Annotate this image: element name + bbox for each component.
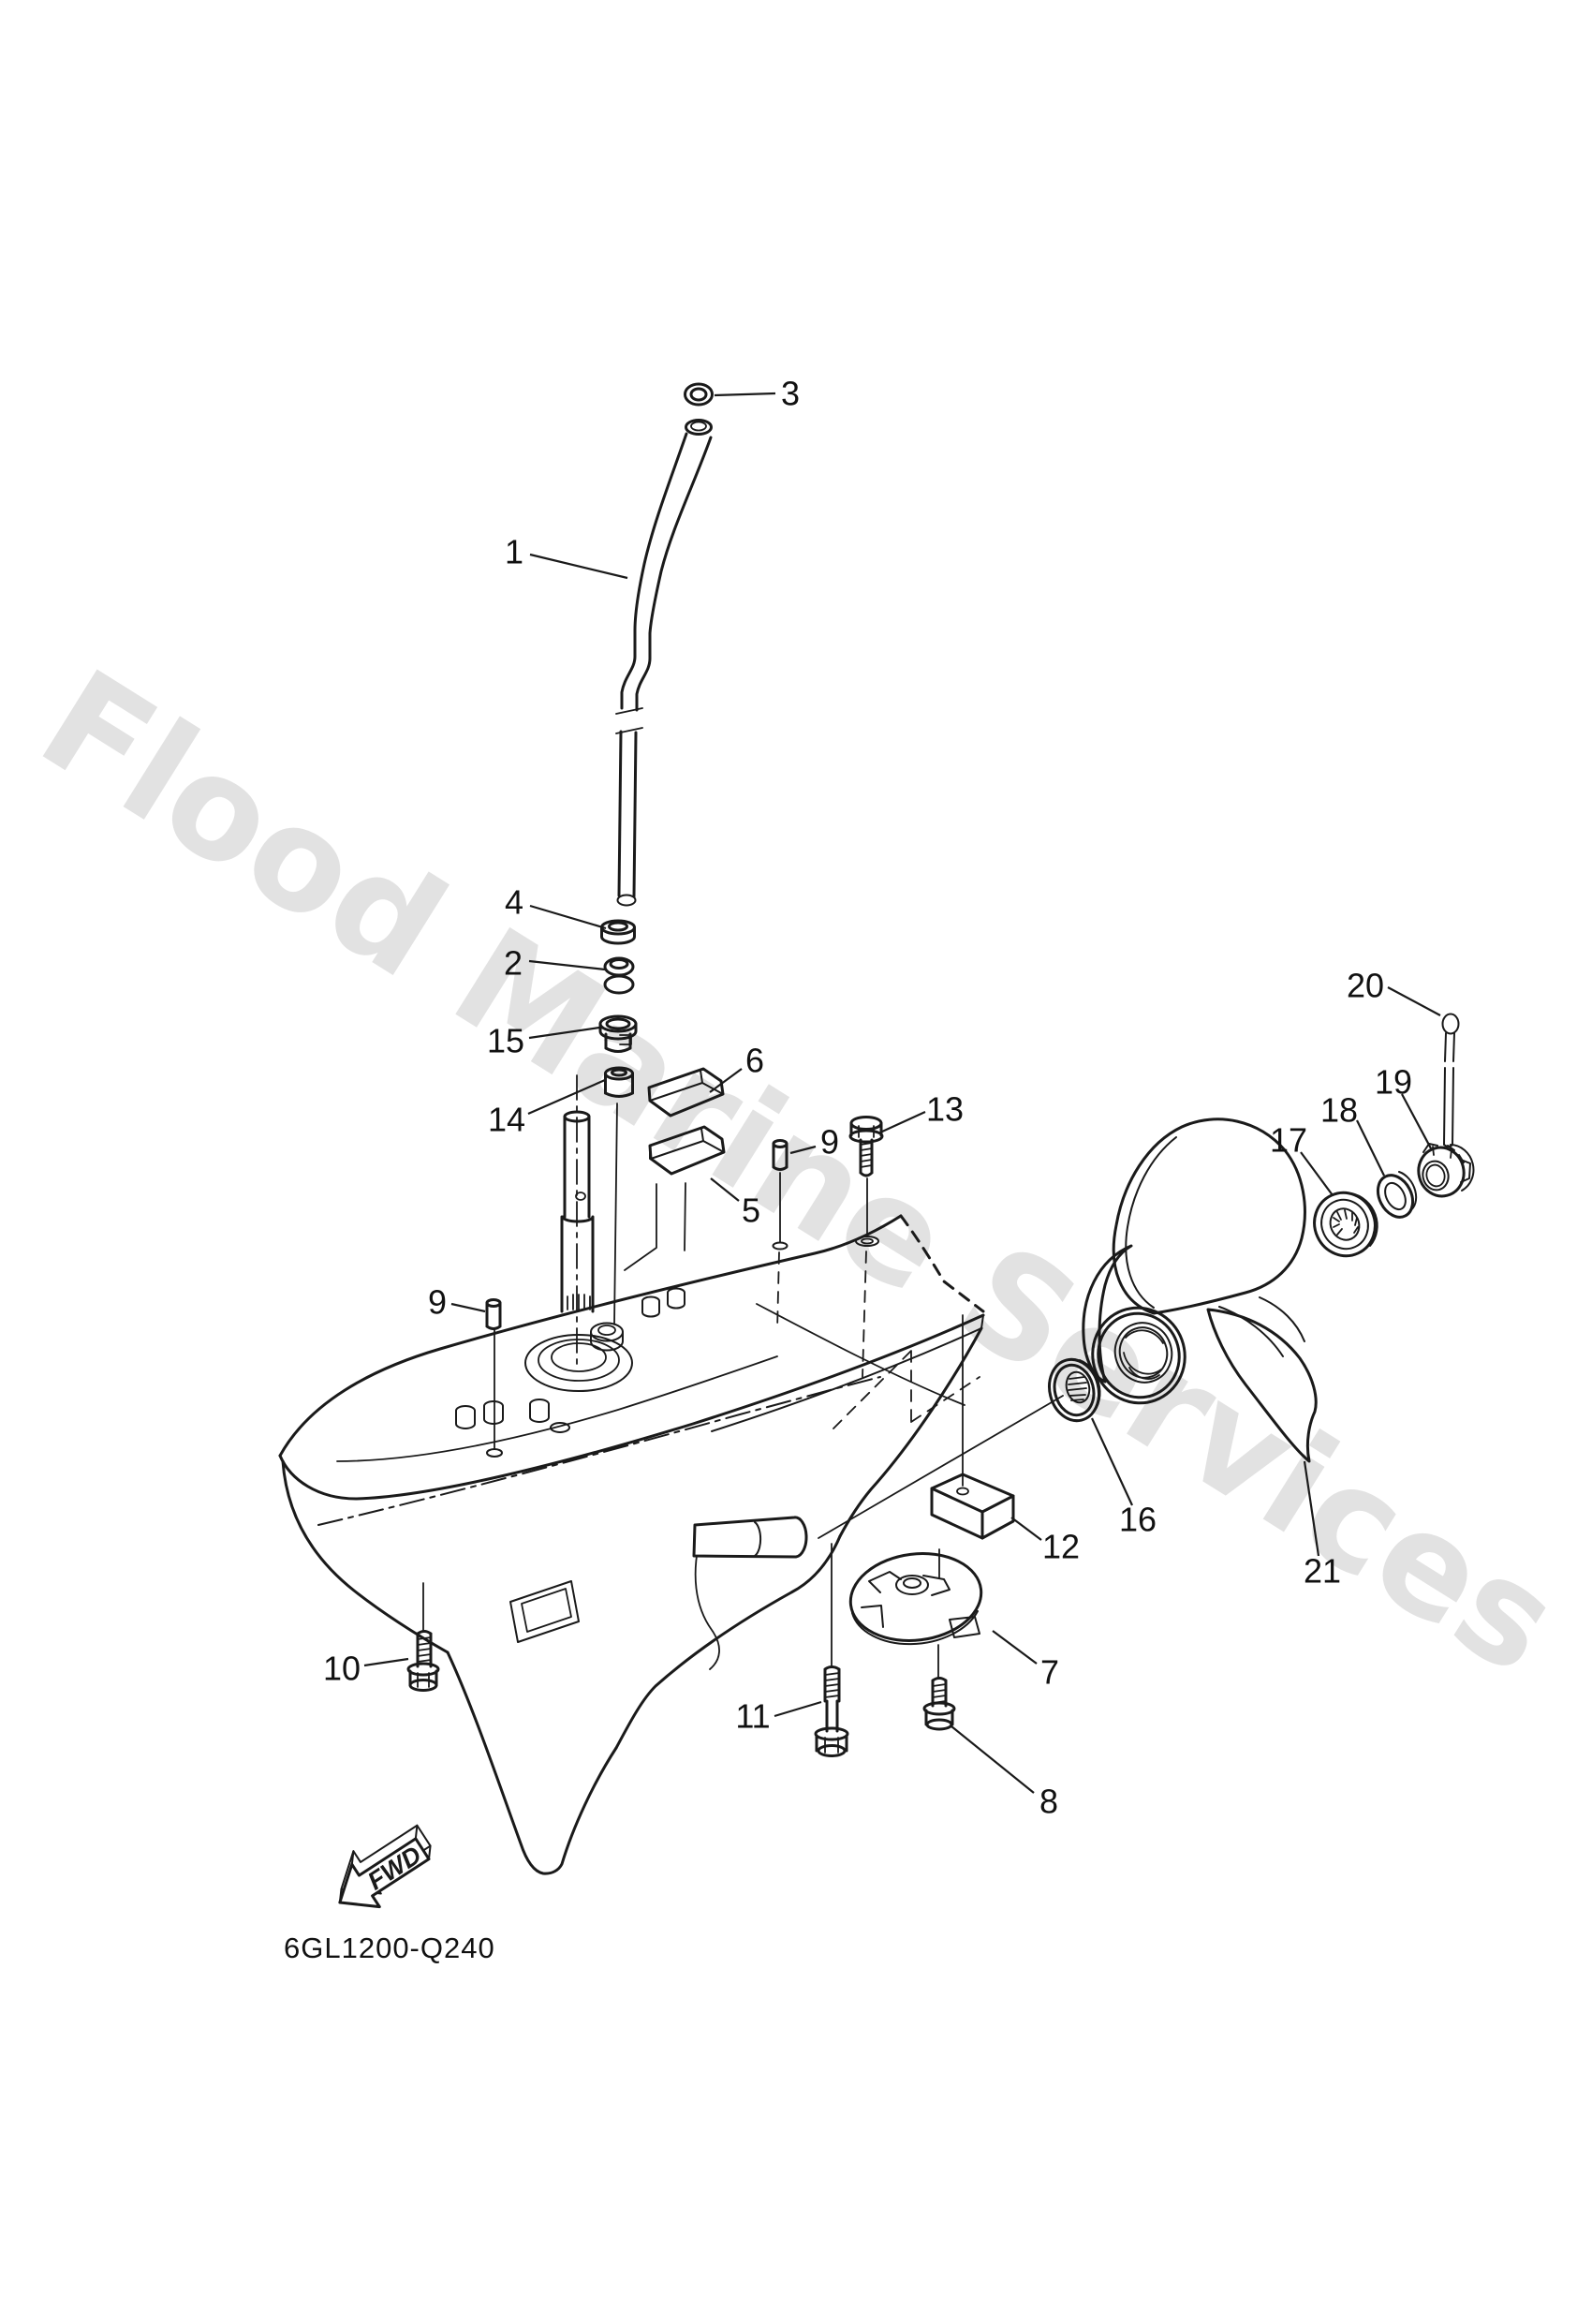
part-6-wedge	[647, 1067, 725, 1118]
prop-shaft	[692, 1516, 808, 1559]
callout-leader-2	[528, 959, 606, 971]
callout-label-10: 10	[323, 1650, 361, 1688]
part-16-spacer	[1048, 1357, 1101, 1423]
pin-hole-left	[486, 1448, 503, 1458]
part-9-pin-left	[485, 1298, 502, 1330]
deck-boss	[590, 1322, 624, 1352]
callout-leader-21	[1303, 1460, 1320, 1557]
callout-leader-8	[951, 1725, 1035, 1794]
callout-leader-4	[529, 904, 607, 930]
callout-label-15: 15	[487, 1022, 524, 1060]
part-2-grommet	[603, 956, 635, 995]
callout-label-11: 11	[735, 1697, 770, 1736]
deck-hole	[550, 1422, 570, 1433]
deck-bolt-bosses	[455, 1287, 685, 1429]
callout-label-7: 7	[1040, 1653, 1059, 1692]
part-21-propeller	[1082, 1118, 1318, 1463]
callout-label-14: 14	[488, 1101, 525, 1139]
part-3-washer	[684, 382, 714, 407]
gearcase-housing	[278, 1214, 985, 1875]
part-7-anode-plate	[848, 1552, 983, 1646]
callout-leader-16	[1091, 1417, 1133, 1506]
callout-leader-17	[1300, 1151, 1334, 1196]
callout-label-19: 19	[1375, 1063, 1412, 1102]
callout-label-1: 1	[505, 533, 523, 571]
part-18-washer	[1376, 1171, 1418, 1219]
callout-label-18: 18	[1320, 1091, 1358, 1130]
callout-leader-14	[527, 1078, 606, 1116]
part-15-bushing	[598, 1014, 638, 1053]
callout-label-16: 16	[1119, 1501, 1157, 1539]
callout-leader-13	[881, 1110, 926, 1133]
callout-leader-10	[363, 1657, 409, 1667]
callout-label-17: 17	[1270, 1121, 1307, 1160]
part-20-cotter-pin	[1441, 1013, 1460, 1147]
part-17-bearing	[1313, 1191, 1378, 1258]
part-13-bolt	[848, 1116, 884, 1177]
callout-label-9: 9	[820, 1123, 839, 1162]
callout-label-4: 4	[505, 883, 523, 922]
callout-leader-12	[1010, 1517, 1042, 1541]
alignment-lines	[422, 1103, 1064, 1678]
prop-axis-line	[818, 1395, 1064, 1539]
callout-leader-3	[714, 392, 776, 397]
callout-label-3: 3	[781, 375, 800, 413]
part-14-collar	[604, 1066, 634, 1098]
callout-leader-19	[1401, 1093, 1432, 1149]
part-4-washer	[600, 919, 636, 945]
part-9-pin-right	[772, 1139, 788, 1171]
drive-shaft	[560, 1074, 595, 1370]
callout-leader-6	[709, 1068, 743, 1093]
part-8-bolt	[922, 1677, 956, 1731]
part-11-bolt	[814, 1665, 849, 1757]
callout-leader-11	[774, 1700, 822, 1718]
callout-leader-9	[789, 1145, 817, 1155]
callout-leader-7	[992, 1630, 1038, 1665]
callout-label-9: 9	[428, 1283, 447, 1322]
callout-label-13: 13	[926, 1090, 964, 1129]
callout-label-8: 8	[1039, 1783, 1058, 1821]
fwd-arrow: FWD	[338, 1824, 432, 1909]
callout-label-12: 12	[1042, 1528, 1080, 1566]
part-10-bolt	[406, 1630, 440, 1692]
callout-leader-20	[1387, 986, 1441, 1016]
part-1-shift-rod	[615, 419, 713, 907]
callout-leader-1	[529, 553, 628, 580]
callout-leader-5	[710, 1177, 740, 1202]
callout-label-5: 5	[742, 1192, 760, 1230]
part-5-wedge	[648, 1125, 726, 1176]
callout-leader-9	[450, 1302, 486, 1313]
callout-leader-18	[1356, 1119, 1385, 1177]
part-19-castle-nut	[1417, 1143, 1475, 1198]
callout-label-21: 21	[1304, 1552, 1341, 1591]
callout-leader-15	[528, 1026, 600, 1040]
callout-label-6: 6	[745, 1042, 764, 1080]
callout-label-20: 20	[1347, 967, 1384, 1005]
part-12-block	[930, 1473, 1015, 1540]
drawing-code: 6GL1200-Q240	[284, 1932, 495, 1964]
callout-label-2: 2	[504, 944, 523, 983]
